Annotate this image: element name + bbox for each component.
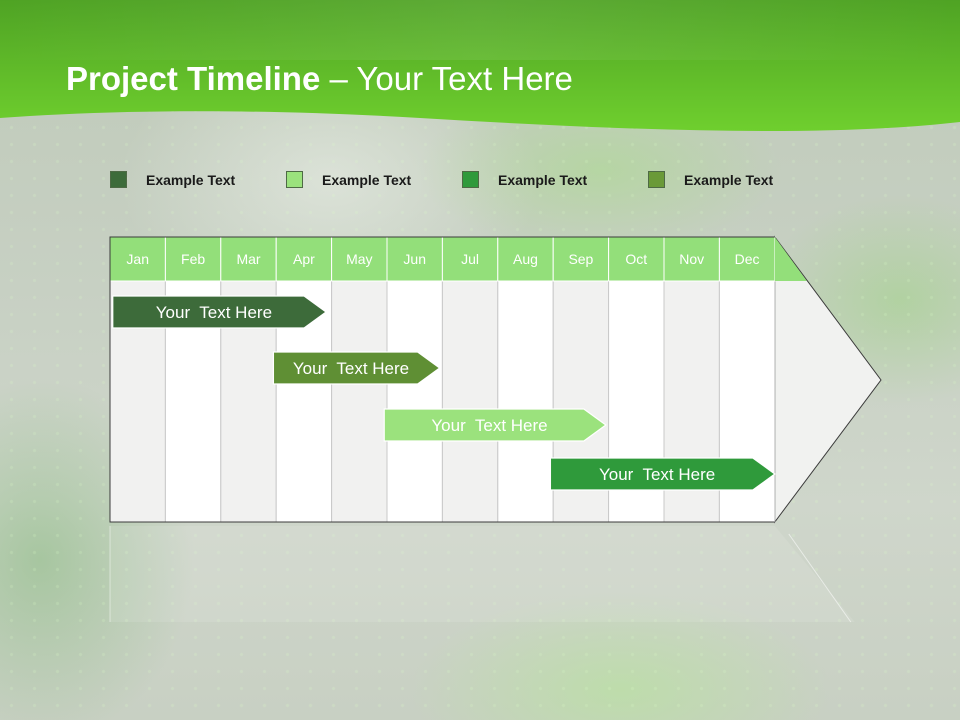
month-column <box>331 280 388 523</box>
reflection-edge <box>788 533 852 623</box>
month-label: Oct <box>625 251 647 267</box>
legend-label: Example Text <box>498 172 588 188</box>
month-label: Jun <box>403 251 426 267</box>
timeline-frame <box>109 236 775 523</box>
task-bar-label: Your Text Here <box>431 416 547 435</box>
legend-swatch <box>286 171 303 188</box>
legend-swatch <box>462 171 479 188</box>
task-bar-label: Your Text Here <box>293 359 409 378</box>
month-header-cell <box>718 236 776 282</box>
task-bar-label: Your Text Here <box>156 303 272 322</box>
month-column <box>441 280 499 523</box>
legend-label: Example Text <box>322 172 412 188</box>
timeline-reflection <box>110 526 855 622</box>
month-header-cell <box>164 236 222 282</box>
legend-label: Example Text <box>146 172 236 188</box>
month-label: Feb <box>181 251 205 267</box>
month-label: Nov <box>679 251 704 267</box>
arrow-header-wedge <box>774 237 807 281</box>
month-header-cell <box>386 236 443 282</box>
task-bar-label: Your Text Here <box>599 465 715 484</box>
month-header-cell <box>275 236 333 282</box>
task-bar <box>112 295 328 329</box>
month-label: Jul <box>461 251 479 267</box>
month-label: Mar <box>236 251 260 267</box>
month-column <box>497 280 554 523</box>
title-bold: Project Timeline <box>66 60 321 97</box>
month-header-cell <box>441 236 499 282</box>
task-bar <box>383 408 607 442</box>
month-label: Sep <box>568 251 593 267</box>
month-header-cell <box>663 236 720 282</box>
legend-label: Example Text <box>684 172 774 188</box>
month-label: Apr <box>293 251 315 267</box>
month-label: Jan <box>126 251 149 267</box>
page-title: Project Timeline – Your Text Here <box>66 60 573 98</box>
month-header-cell <box>497 236 554 282</box>
month-label: May <box>346 251 372 267</box>
header-banner <box>0 0 960 131</box>
month-label: Dec <box>735 251 760 267</box>
task-bar <box>272 351 441 385</box>
title-rest: – Your Text Here <box>320 60 573 97</box>
month-label: Aug <box>513 251 538 267</box>
legend-swatch <box>110 171 127 188</box>
month-header-cell <box>608 236 665 282</box>
legend-swatch <box>648 171 665 188</box>
task-bar <box>549 457 776 491</box>
month-header-cell <box>331 236 388 282</box>
month-column <box>386 280 443 523</box>
